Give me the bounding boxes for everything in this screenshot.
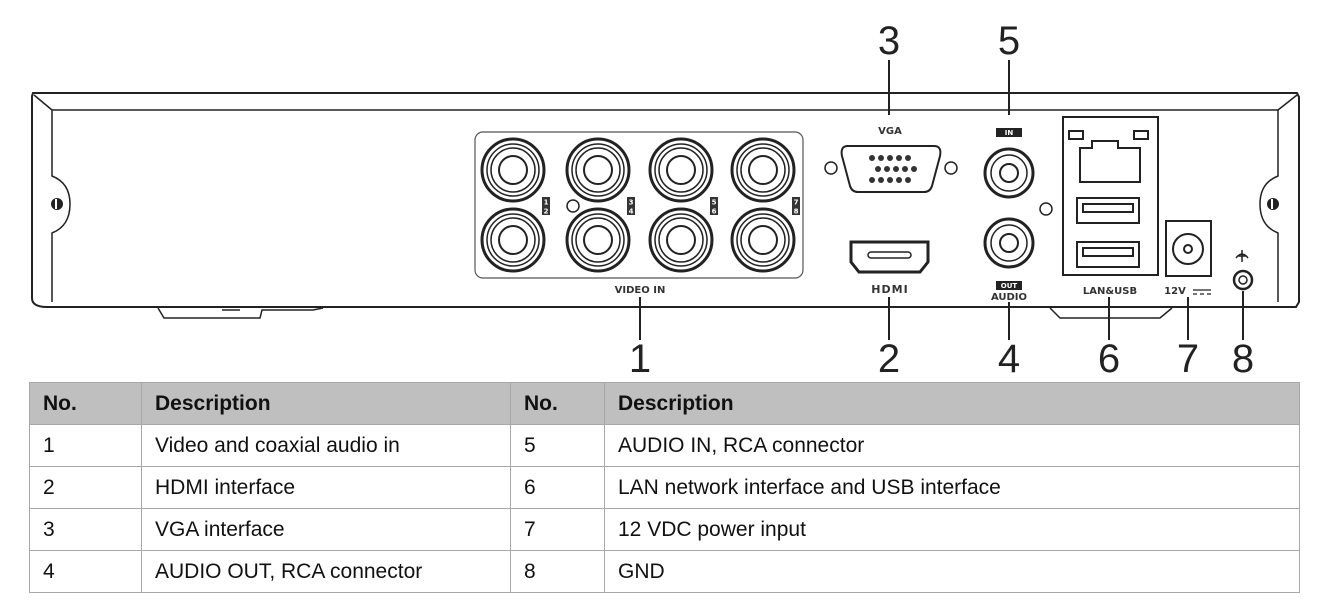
vga-pin — [896, 177, 902, 183]
channel-number: 4 — [629, 208, 634, 216]
vga-pin — [878, 177, 884, 183]
callout-7: 7 — [1177, 337, 1199, 380]
header-description: Description — [604, 382, 1300, 425]
vga-pin — [905, 177, 911, 183]
cell-no: 3 — [29, 508, 142, 551]
bnc-connector-icon — [730, 207, 796, 273]
cell-description: AUDIO IN, RCA connector — [604, 424, 1300, 467]
cell-description: 12 VDC power input — [604, 508, 1300, 551]
channel-tag — [792, 197, 800, 206]
cell-no: 4 — [29, 550, 142, 593]
vga-pin — [869, 177, 875, 183]
power-label: 12V — [1164, 286, 1186, 297]
callout-2: 2 — [878, 337, 900, 380]
channel-tag — [710, 206, 718, 215]
channel-number: 3 — [629, 199, 634, 207]
cell-description: HDMI interface — [141, 466, 511, 509]
channel-tag — [627, 197, 635, 206]
cell-no: 8 — [510, 550, 605, 593]
cell-description: LAN network interface and USB interface — [604, 466, 1300, 509]
channel-number: 8 — [794, 208, 799, 216]
vga-pin — [911, 166, 917, 172]
bnc-connector-icon — [565, 137, 631, 203]
bnc-connector-icon — [730, 137, 796, 203]
vga-pin — [905, 155, 911, 161]
vga-pin — [893, 166, 899, 172]
vga-port-icon — [824, 145, 958, 193]
ground-terminal-icon — [1232, 250, 1254, 291]
bnc-connector-icon — [480, 137, 546, 203]
callout-4: 4 — [998, 337, 1020, 380]
cell-no: 5 — [510, 424, 605, 467]
table-header-row: No. Description No. Description — [29, 382, 1300, 425]
audio-label: AUDIO — [991, 292, 1027, 303]
channel-number: 6 — [712, 208, 717, 216]
bnc-connector-icon — [565, 207, 631, 273]
hdmi-port-icon — [849, 240, 930, 274]
vga-pin — [884, 166, 890, 172]
usb-port-icon — [1076, 197, 1140, 224]
audio-in-tag: IN — [1005, 129, 1014, 137]
header-no: No. — [29, 382, 142, 425]
cell-description: Video and coaxial audio in — [141, 424, 511, 467]
channel-tag — [542, 206, 550, 215]
chassis-outline — [31, 92, 1300, 308]
channel-number: 7 — [794, 199, 799, 207]
bnc-connector-icon — [480, 207, 546, 273]
header-description: Description — [141, 382, 511, 425]
cell-description: VGA interface — [141, 508, 511, 551]
vga-pin — [902, 166, 908, 172]
dc-power-jack-icon — [1165, 220, 1212, 277]
video-in-bnc-group — [480, 137, 796, 273]
vga-pin — [887, 177, 893, 183]
channel-number: 2 — [544, 208, 549, 216]
header-no: No. — [510, 382, 605, 425]
rj45-port-icon — [1068, 130, 1149, 183]
cell-description: AUDIO OUT, RCA connector — [141, 550, 511, 593]
vga-pin — [875, 166, 881, 172]
channel-tag — [627, 206, 635, 215]
channel-tag — [542, 197, 550, 206]
channel-tag — [710, 197, 718, 206]
cell-no: 7 — [510, 508, 605, 551]
bnc-connector-icon — [648, 137, 714, 203]
rca-jack-icon — [983, 217, 1035, 269]
cell-no: 1 — [29, 424, 142, 467]
cell-description: GND — [604, 550, 1300, 593]
screw-icon — [51, 198, 63, 210]
callout-3: 3 — [878, 19, 900, 63]
vga-pin — [896, 155, 902, 161]
lan-usb-label: LAN&USB — [1083, 286, 1137, 297]
channel-number: 5 — [712, 199, 717, 207]
channel-number: 1 — [544, 199, 549, 207]
callout-6: 6 — [1098, 337, 1120, 380]
bnc-connector-icon — [648, 207, 714, 273]
usb-port-icon — [1076, 241, 1140, 268]
vga-label: VGA — [878, 126, 902, 137]
cell-no: 6 — [510, 466, 605, 509]
hdmi-label: HDMI — [871, 283, 908, 296]
channel-tag — [792, 206, 800, 215]
audio-out-tag: OUT — [1001, 282, 1018, 290]
callout-1: 1 — [629, 337, 651, 380]
cell-no: 2 — [29, 466, 142, 509]
screw-icon — [1267, 198, 1279, 210]
callout-5: 5 — [998, 19, 1020, 63]
callout-8: 8 — [1232, 337, 1254, 380]
vga-pin — [878, 155, 884, 161]
video-in-label: VIDEO IN — [615, 285, 666, 296]
vga-pin — [887, 155, 893, 161]
vga-pin — [869, 155, 875, 161]
rca-jack-icon — [983, 147, 1035, 199]
